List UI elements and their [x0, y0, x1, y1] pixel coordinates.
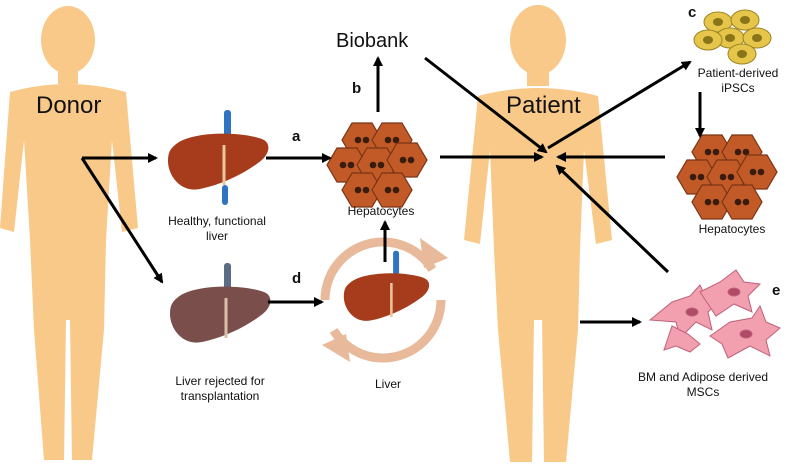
- patient-silhouette: [464, 5, 612, 462]
- liver-rejected-label: Liver rejected for transplantation: [150, 374, 290, 404]
- step-letter-e: e: [772, 282, 781, 299]
- cycle-liver-image: [320, 237, 448, 363]
- step-letter-a: a: [292, 128, 301, 145]
- step-letter-b: b: [352, 80, 362, 97]
- healthy-liver-image: [168, 110, 269, 205]
- mscs-label-line2: MSCs: [686, 385, 720, 399]
- hepatocytes-center-label: Hepatocytes: [347, 204, 415, 218]
- hepatocyte-cluster-right: [676, 134, 778, 220]
- biobank-label: Biobank: [336, 30, 409, 52]
- healthy-liver-label-line1: Healthy, functional: [168, 214, 266, 228]
- mscs-label: BM and Adipose derived MSCs: [620, 370, 786, 400]
- patient-ipsc-label-line2: iPSCs: [721, 81, 755, 95]
- step-letter-d: d: [292, 270, 302, 287]
- mscs-label-line1: BM and Adipose derived: [637, 370, 769, 384]
- rejected-liver-image: [170, 263, 271, 343]
- ipsc-cluster: [693, 9, 772, 65]
- liver-rejected-label-line1: Liver rejected for: [175, 374, 265, 388]
- donor-label: Donor: [36, 92, 102, 119]
- patient-label: Patient: [506, 92, 581, 119]
- liver-cycle-label: Liver: [374, 377, 401, 391]
- liver-rejected-label-line2: transplantation: [180, 389, 260, 403]
- step-letter-c: c: [688, 4, 697, 21]
- donor-silhouette: [0, 6, 138, 460]
- patient-ipsc-label: Patient-derived iPSCs: [680, 66, 796, 96]
- hepatocyte-cluster-center: [326, 122, 428, 208]
- arrows: [80, 56, 705, 327]
- patient-ipsc-label-line1: Patient-derived: [697, 66, 779, 80]
- msc-cells: [648, 269, 781, 359]
- hepatocytes-right-label: Hepatocytes: [698, 222, 766, 236]
- healthy-liver-label-line2: liver: [205, 229, 228, 243]
- healthy-liver-label: Healthy, functional liver: [156, 214, 278, 244]
